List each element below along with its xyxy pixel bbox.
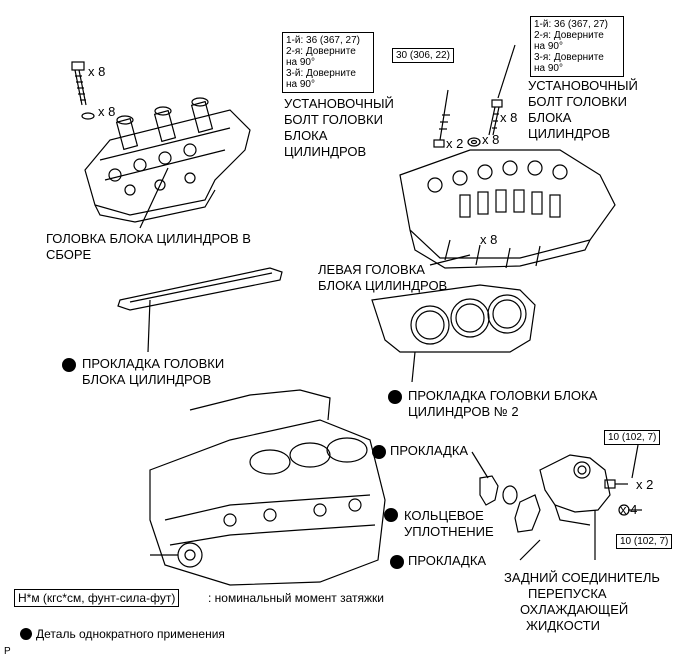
label-set-bolt-right: УСТАНОВОЧНЫЙ БОЛТ ГОЛОВКИ БЛОКА ЦИЛИНДРО…: [528, 78, 638, 142]
label-line: УСТАНОВОЧНЫЙ: [528, 78, 638, 93]
label-line: ЦИЛИНДРОВ: [284, 144, 367, 159]
union-bottom-torque-box: 10 (102, 7): [616, 534, 673, 549]
label-line: ЛЕВАЯ ГОЛОВКА: [318, 262, 425, 277]
label-line: БЛОКА: [284, 128, 328, 143]
head-gasket-2-drawing: [371, 284, 536, 383]
label-head-gasket: ПРОКЛАДКА ГОЛОВКИ БЛОКА ЦИЛИНДРОВ: [82, 356, 224, 388]
qty-small-washer: x 8: [482, 132, 500, 147]
torque-line-4: 3-я: Доверните: [534, 52, 604, 63]
label-line: БОЛТ ГОЛОВКИ: [528, 94, 627, 109]
non-reusable-marker: [384, 508, 398, 522]
left-bolt-torque-box: 1-й: 36 (367, 27) 2-я: Доверните на 90° …: [282, 32, 374, 93]
label-line: ЦИЛИНДРОВ № 2: [408, 404, 519, 419]
rear-bypass-joint-drawing: [539, 444, 642, 560]
legend-marker: [20, 628, 32, 640]
torque-line-5: на 90°: [286, 79, 315, 90]
right-small-bolt-drawing: [433, 89, 481, 148]
non-reusable-marker: [388, 390, 402, 404]
label-line: БЛОКА ЦИЛИНДРОВ: [82, 372, 212, 387]
label-line: ГОЛОВКА БЛОКА ЦИЛИНДРОВ В: [46, 231, 251, 246]
label-head-assembly: ГОЛОВКА БЛОКА ЦИЛИНДРОВ В СБОРЕ: [46, 231, 251, 263]
label-gasket-b: ПРОКЛАДКА: [408, 553, 487, 568]
label-line: ПРОКЛАДКА ГОЛОВКИ БЛОКА: [408, 388, 598, 403]
qty-left-bolt: x 8: [88, 64, 106, 79]
label-gasket-a: ПРОКЛАДКА: [390, 443, 469, 458]
right-bolt-torque-box: 1-й: 36 (367, 27) 2-я: Доверните на 90° …: [530, 16, 624, 77]
label-line: ОХЛАЖДАЮЩЕЙ: [520, 602, 629, 617]
non-reusable-marker: [390, 555, 404, 569]
non-reusable-marker: [62, 358, 76, 372]
label-o-ring: КОЛЬЦЕВОЕ УПЛОТНЕНИЕ: [404, 508, 494, 540]
small-parts-drawing: [471, 451, 541, 561]
torque-line-3: на 90°: [534, 41, 563, 52]
qty-small-bolt: x 2: [446, 136, 464, 151]
label-line: СБОРЕ: [46, 247, 92, 262]
small-bolt-torque-box: 30 (306, 22): [392, 48, 454, 63]
torque-line-2: 2-я: Доверните: [286, 46, 356, 57]
label-rear-union: ЗАДНИЙ СОЕДИНИТЕЛЬ ПЕРЕПУСКА ОХЛАЖДАЮЩЕЙ…: [504, 570, 660, 634]
left-head-assembly-drawing: [84, 97, 251, 229]
cylinder-block-drawing: [149, 389, 386, 586]
non-reusable-marker: [372, 445, 386, 459]
left-bank-head-drawing: [399, 149, 616, 269]
label-left-head: ЛЕВАЯ ГОЛОВКА БЛОКА ЦИЛИНДРОВ: [318, 262, 447, 294]
label-line: БЛОКА: [528, 110, 572, 125]
qty-union-nut: x 4: [620, 502, 638, 517]
qty-union-bolt: x 2: [636, 477, 654, 492]
label-line: ЖИДКОСТИ: [526, 618, 600, 633]
label-line: ЗАДНИЙ СОЕДИНИТЕЛЬ: [504, 570, 660, 585]
torque-line-1: 1-й: 36 (367, 27): [534, 19, 608, 30]
torque-line-5: на 90°: [534, 63, 563, 74]
corner-mark: P: [4, 646, 11, 657]
right-head-bolt-drawing: [488, 44, 516, 136]
label-set-bolt-left: УСТАНОВОЧНЫЙ БОЛТ ГОЛОВКИ БЛОКА ЦИЛИНДРО…: [284, 96, 394, 160]
qty-left-washer: x 8: [98, 104, 116, 119]
left-head-gasket-drawing: [117, 267, 283, 353]
label-line: УСТАНОВОЧНЫЙ: [284, 96, 394, 111]
torque-line-3: на 90°: [286, 57, 315, 68]
union-top-torque-box: 10 (102, 7): [604, 430, 661, 445]
legend-torque-desc: : номинальный момент затяжки: [208, 591, 384, 605]
qty-right-bolt: x 8: [500, 110, 518, 125]
label-line: БЛОКА ЦИЛИНДРОВ: [318, 278, 448, 293]
legend-non-reusable: Деталь однократного применения: [36, 627, 225, 641]
torque-line-2: 2-я: Доверните: [534, 30, 604, 41]
label-line: УПЛОТНЕНИЕ: [404, 524, 494, 539]
label-line: БОЛТ ГОЛОВКИ: [284, 112, 383, 127]
label-line: ЦИЛИНДРОВ: [528, 126, 611, 141]
label-line: ПЕРЕПУСКА: [528, 586, 607, 601]
legend-torque-unit: Н*м (кгс*см, фунт-сила-фут): [14, 589, 180, 607]
label-head-gasket-2: ПРОКЛАДКА ГОЛОВКИ БЛОКА ЦИЛИНДРОВ № 2: [408, 388, 597, 420]
label-line: ПРОКЛАДКА ГОЛОВКИ: [82, 356, 225, 371]
left-head-bolt-drawing: [71, 61, 95, 120]
qty-extra: x 8: [480, 232, 498, 247]
label-line: КОЛЬЦЕВОЕ: [404, 508, 484, 523]
torque-line-4: 3-й: Доверните: [286, 68, 356, 79]
torque-line-1: 1-й: 36 (367, 27): [286, 35, 360, 46]
